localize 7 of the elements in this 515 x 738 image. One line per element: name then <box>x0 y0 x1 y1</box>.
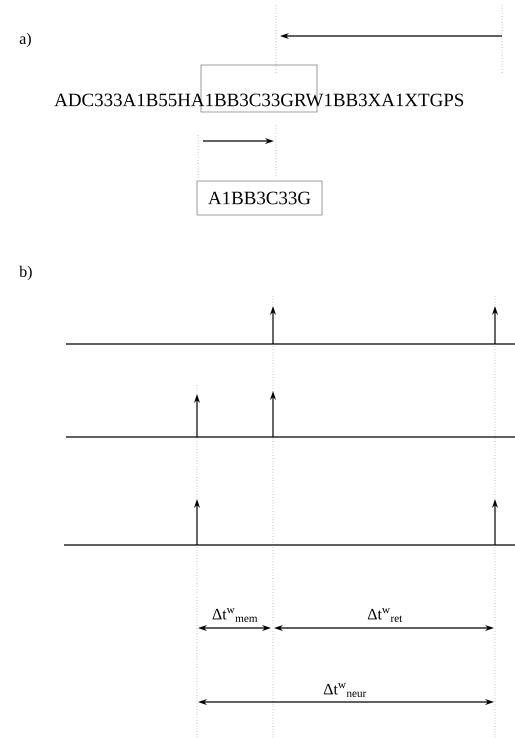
panel-label: a) <box>20 32 31 48</box>
sequence-text: ADC333A1B55HA1BB3C33GRW1BB3XA1XTGPS <box>54 94 464 106</box>
interval-label: Δt$^{w}$neur <box>324 682 366 698</box>
interval-label: Δt$^{w}$ret <box>368 608 402 622</box>
text-box: A1BB3C33G <box>196 180 322 216</box>
interval-label: Δt$^{w}$mem <box>212 608 258 622</box>
panel-label: b) <box>19 266 32 280</box>
